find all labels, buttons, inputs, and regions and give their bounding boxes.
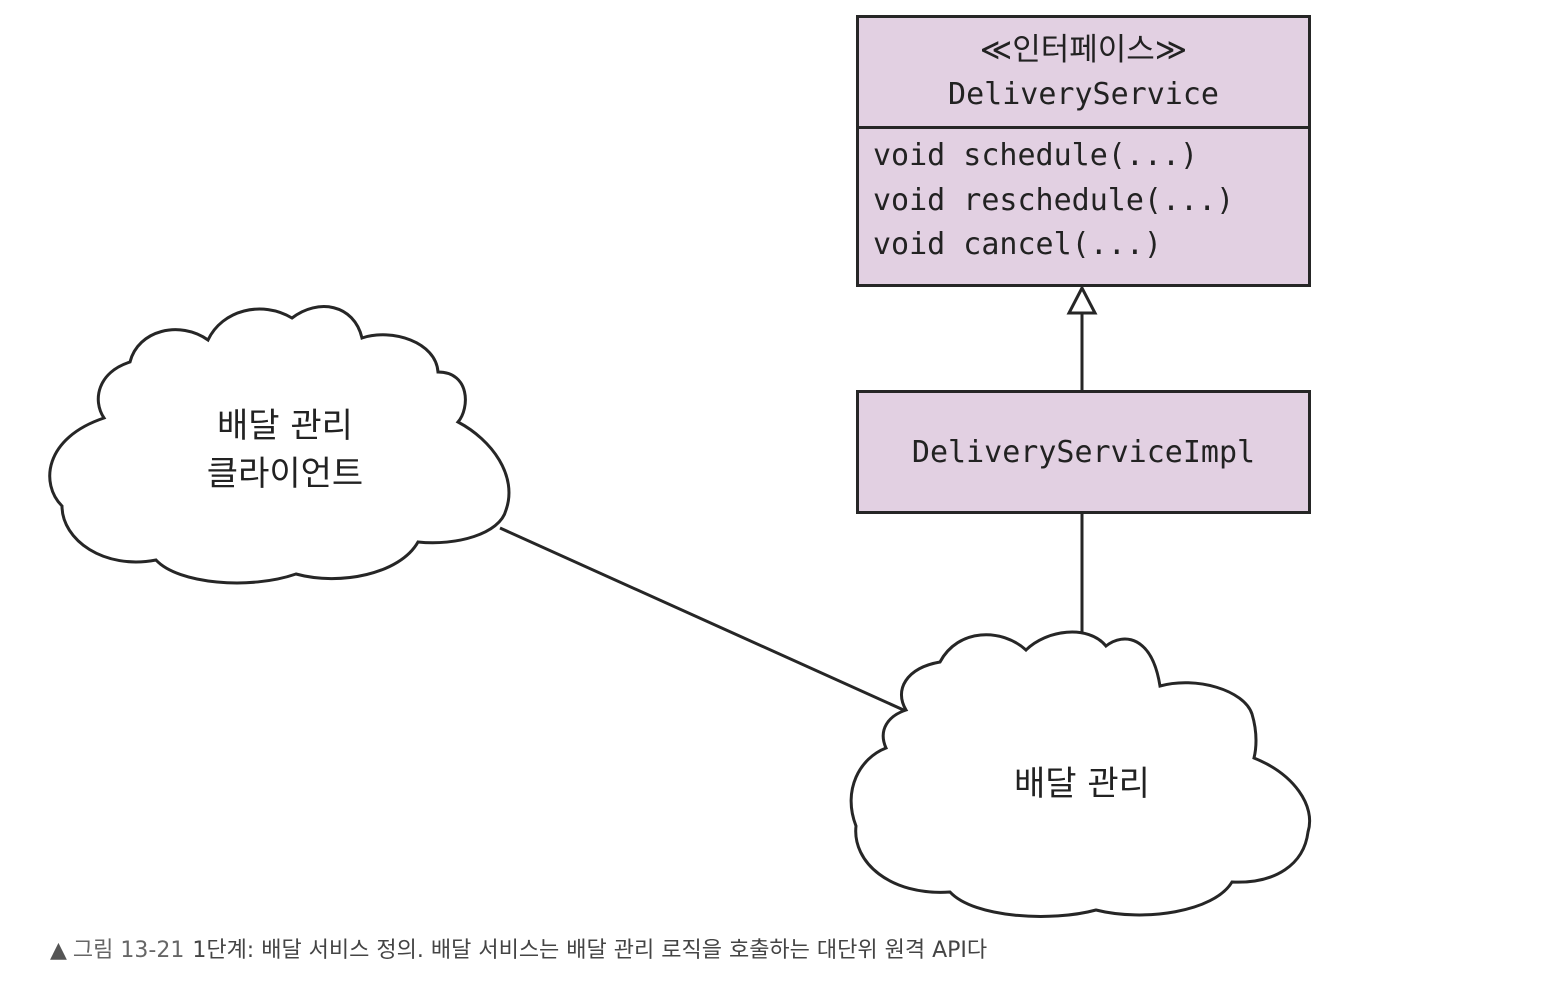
service-cloud-shape (849, 630, 1311, 918)
service-cloud-text: 배달 관리 (1014, 764, 1150, 804)
caption-text: 1단계: 배달 서비스 정의. 배달 서비스는 배달 관리 로직을 호출하는 대… (192, 938, 988, 963)
client-service-connector (499, 526, 909, 714)
impl-name: DeliveryServiceImpl (911, 435, 1256, 470)
caption-figure-number: 그림 13-21 (72, 938, 185, 963)
client-cloud-label: 배달 관리 클라이언트 (170, 402, 400, 498)
interface-stereotype: ≪인터페이스≫ (979, 32, 1188, 68)
interface-header: ≪인터페이스≫ DeliveryService (859, 18, 1308, 129)
method-schedule: void schedule(...) (873, 138, 1199, 173)
client-cloud-shape (48, 305, 511, 585)
caption-marker: ▲ (50, 938, 67, 963)
impl-box: DeliveryServiceImpl (856, 390, 1311, 514)
method-cancel: void cancel(...) (873, 227, 1162, 262)
figure-caption: ▲그림 13-21 1단계: 배달 서비스 정의. 배달 서비스는 배달 관리 로… (50, 932, 987, 964)
interface-methods: void schedule(...) void reschedule(...) … (873, 134, 1298, 268)
service-cloud-label: 배달 관리 (982, 760, 1182, 808)
interface-name: DeliveryService (948, 77, 1219, 112)
interface-box: ≪인터페이스≫ DeliveryService void schedule(..… (856, 15, 1311, 287)
client-cloud-line2: 클라이언트 (206, 454, 364, 494)
realization-arrowhead (1066, 284, 1098, 315)
method-reschedule: void reschedule(...) (873, 182, 1235, 218)
client-cloud-line1: 배달 관리 (217, 406, 353, 446)
